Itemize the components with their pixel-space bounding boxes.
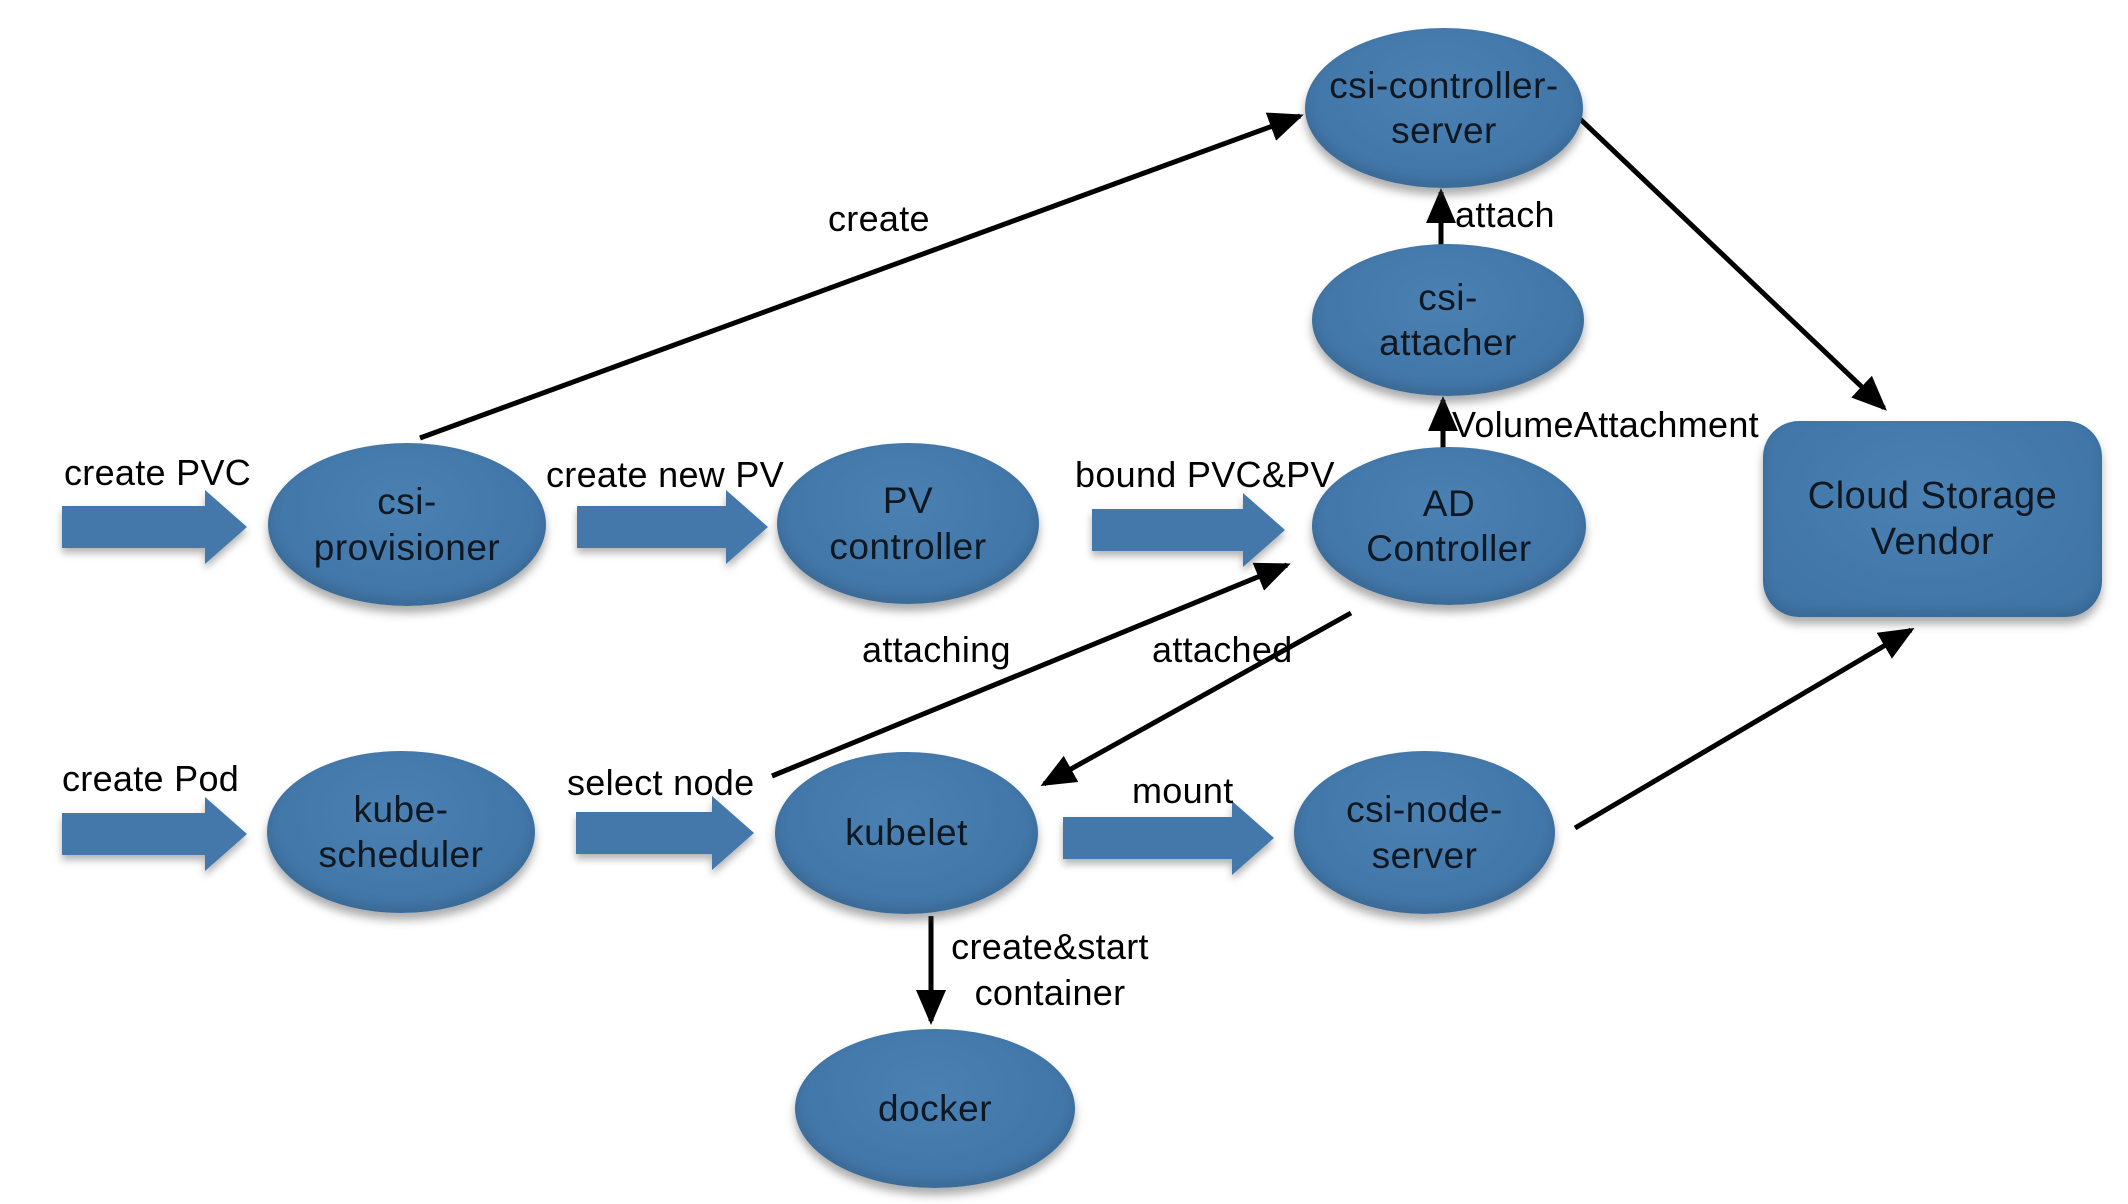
node-cloud-storage-vendor: Cloud Storage Vendor — [1763, 421, 2102, 617]
edge-create-arrow — [419, 112, 1304, 441]
edge-attaching-arrow — [771, 562, 1291, 779]
flow-arrow-create-pvc — [62, 490, 247, 564]
node-label: csi-node- server — [1346, 789, 1503, 876]
label-volume-attachment: VolumeAttachment — [1452, 404, 1759, 445]
edge-node-server-to-vendor-arrow — [1573, 627, 1915, 831]
node-kubelet: kubelet — [775, 752, 1038, 914]
node-label: kube- scheduler — [318, 788, 484, 875]
label-create: create — [828, 198, 930, 239]
edge-attached-arrow — [1040, 610, 1353, 787]
label-attaching: attaching — [862, 629, 1011, 670]
node-label: docker — [877, 1087, 993, 1129]
node-label: csi-controller- server — [1329, 64, 1559, 151]
node-docker: docker — [795, 1029, 1075, 1188]
node-kube-scheduler: kube- scheduler — [267, 751, 535, 913]
label-bound-pvc-pv: bound PVC&PV — [1075, 454, 1335, 495]
label-select-node: select node — [567, 762, 755, 803]
node-csi-provisioner: csi- provisioner — [268, 443, 546, 606]
flow-arrow-mount — [1063, 801, 1274, 875]
node-ad-controller: AD Controller — [1312, 447, 1586, 605]
node-label: csi- attacher — [1379, 276, 1517, 363]
label-create-new-pv: create new PV — [546, 454, 785, 495]
flow-arrow-bound-pvc-pv — [1092, 493, 1285, 567]
node-pv-controller: PV controller — [777, 443, 1039, 604]
node-label: PV controller — [829, 480, 987, 567]
label-attach: attach — [1455, 194, 1555, 235]
flow-arrow-select-node — [576, 796, 754, 870]
node-csi-node-server: csi-node- server — [1294, 751, 1555, 914]
node-label: csi- provisioner — [313, 481, 501, 568]
flow-arrow-create-new-pv — [577, 490, 768, 564]
edge-controller-to-vendor-arrow — [1576, 115, 1887, 411]
label-mount: mount — [1132, 770, 1234, 811]
label-attached: attached — [1152, 629, 1293, 670]
flow-arrow-create-pod — [62, 797, 247, 871]
label-create-pod: create Pod — [62, 758, 240, 799]
node-label: kubelet — [845, 812, 968, 854]
node-csi-controller-server: csi-controller- server — [1305, 28, 1583, 188]
node-label: Cloud Storage Vendor — [1807, 474, 2058, 563]
node-csi-attacher: csi- attacher — [1312, 244, 1584, 396]
label-create-pvc: create PVC — [64, 452, 252, 493]
node-label: AD Controller — [1366, 482, 1532, 569]
label-create-start-container: create&start container — [951, 926, 1149, 1014]
